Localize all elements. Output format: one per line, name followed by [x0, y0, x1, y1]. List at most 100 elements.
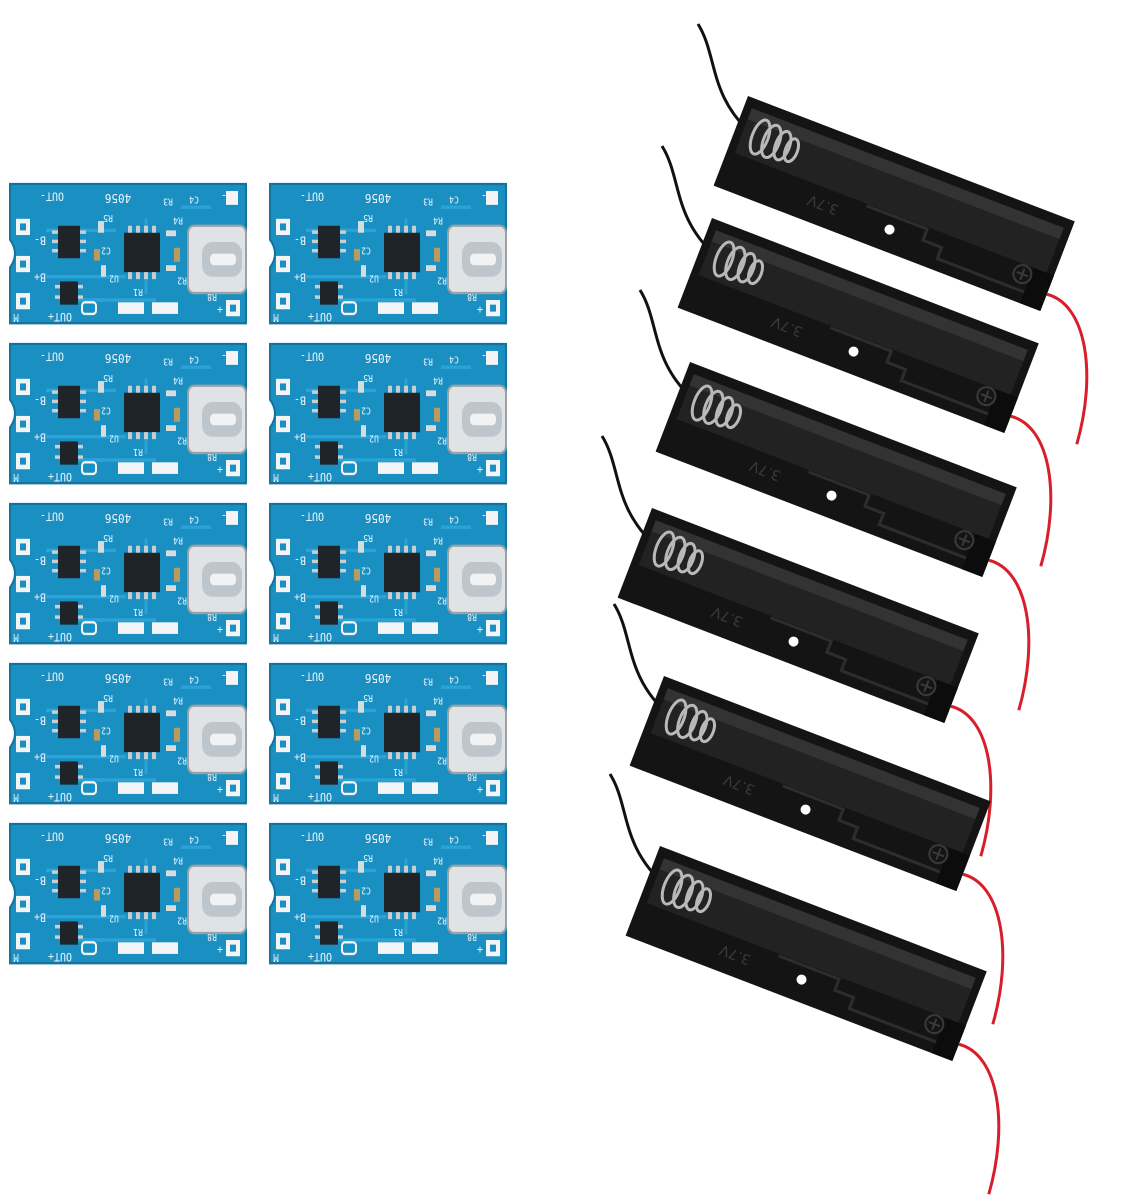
- silkscreen-label: 4056: [105, 351, 131, 366]
- battery-holder: 3.7V: [608, 773, 1001, 1195]
- silkscreen-label: R3: [423, 195, 433, 206]
- silkscreen-label: B-: [294, 233, 306, 247]
- silkscreen-label: R1: [393, 766, 403, 777]
- silkscreen-label: OUT+: [308, 630, 332, 644]
- silkscreen-label: R4: [433, 374, 443, 385]
- silkscreen-label: B+: [34, 750, 46, 764]
- silkscreen-label: +: [477, 783, 483, 797]
- silkscreen-label: C2: [101, 564, 111, 575]
- silkscreen-label: C4: [189, 513, 199, 524]
- silkscreen-label: +: [477, 943, 483, 957]
- silkscreen-label: +: [217, 463, 223, 477]
- silkscreen-label: U2: [369, 912, 379, 923]
- silkscreen-label: B+: [294, 270, 306, 284]
- battery-holder: 3.7V: [660, 145, 1053, 567]
- silkscreen-label: C2: [101, 404, 111, 415]
- silkscreen-label: R1: [133, 446, 143, 457]
- silkscreen-label: M: [13, 951, 19, 963]
- silkscreen-label: M: [13, 631, 19, 643]
- silkscreen-label: R5: [103, 372, 113, 383]
- silkscreen-label: R2: [437, 434, 447, 445]
- silkscreen-label: C4: [189, 353, 199, 364]
- battery-holder: 3.7V: [696, 23, 1089, 445]
- silkscreen-label: R2: [437, 914, 447, 925]
- silkscreen-label: OUT+: [48, 950, 72, 964]
- silkscreen-label: U2: [369, 592, 379, 603]
- silkscreen-label: R4: [173, 374, 183, 385]
- battery-holder: 3.7V: [600, 435, 993, 857]
- silkscreen-label: R4: [173, 534, 183, 545]
- silkscreen-label: OUT-: [300, 349, 324, 363]
- silkscreen-label: C4: [189, 833, 199, 844]
- silkscreen-label: B-: [34, 713, 46, 727]
- silkscreen-label: OUT+: [48, 790, 72, 804]
- silkscreen-label: R5: [363, 212, 373, 223]
- silkscreen-label: OUT+: [48, 470, 72, 484]
- silkscreen-label: R4: [173, 214, 183, 225]
- silkscreen-label: R5: [363, 372, 373, 383]
- silkscreen-label: R8: [207, 611, 217, 622]
- silkscreen-label: 4056: [365, 351, 391, 366]
- silkscreen-label: C4: [189, 673, 199, 684]
- silkscreen-label: 4056: [365, 191, 391, 206]
- silkscreen-label: 4056: [105, 511, 131, 526]
- silkscreen-label: -: [481, 349, 487, 363]
- silkscreen-label: R5: [103, 212, 113, 223]
- silkscreen-label: OUT+: [308, 470, 332, 484]
- silkscreen-label: -: [221, 669, 227, 683]
- silkscreen-label: B-: [294, 393, 306, 407]
- silkscreen-label: R1: [393, 926, 403, 937]
- silkscreen-label: C4: [449, 833, 459, 844]
- silkscreen-label: C4: [449, 673, 459, 684]
- silkscreen-label: R8: [467, 291, 477, 302]
- silkscreen-label: -: [221, 509, 227, 523]
- silkscreen-label: 4056: [365, 671, 391, 686]
- silkscreen-label: M: [273, 951, 279, 963]
- silkscreen-label: R1: [133, 286, 143, 297]
- silkscreen-label: R5: [103, 692, 113, 703]
- silkscreen-label: U2: [369, 432, 379, 443]
- silkscreen-label: OUT+: [308, 950, 332, 964]
- silkscreen-label: OUT-: [40, 349, 64, 363]
- silkscreen-label: C4: [449, 513, 459, 524]
- silkscreen-label: R2: [177, 594, 187, 605]
- silkscreen-label: U2: [369, 752, 379, 763]
- silkscreen-label: R4: [433, 214, 443, 225]
- battery-holder: 3.7V: [612, 603, 1005, 1025]
- silkscreen-label: OUT+: [48, 630, 72, 644]
- silkscreen-label: 4056: [365, 511, 391, 526]
- silkscreen-label: R2: [177, 914, 187, 925]
- silkscreen-label: R1: [133, 766, 143, 777]
- silkscreen-label: R4: [433, 694, 443, 705]
- silkscreen-label: +: [217, 623, 223, 637]
- silkscreen-label: +: [217, 783, 223, 797]
- silkscreen-label: OUT+: [48, 310, 72, 324]
- silkscreen-label: 4056: [365, 831, 391, 846]
- silkscreen-label: OUT-: [40, 509, 64, 523]
- silkscreen-label: M: [273, 631, 279, 643]
- silkscreen-label: B+: [294, 910, 306, 924]
- silkscreen-label: -: [221, 349, 227, 363]
- silkscreen-label: R3: [163, 835, 173, 846]
- silkscreen-label: -: [481, 669, 487, 683]
- silkscreen-label: -: [481, 829, 487, 843]
- silkscreen-label: -: [221, 189, 227, 203]
- silkscreen-label: U2: [109, 432, 119, 443]
- silkscreen-label: +: [217, 943, 223, 957]
- silkscreen-label: 4056: [105, 191, 131, 206]
- silkscreen-label: R8: [467, 771, 477, 782]
- silkscreen-label: C4: [449, 193, 459, 204]
- silkscreen-label: R2: [437, 274, 447, 285]
- silkscreen-label: OUT-: [40, 829, 64, 843]
- silkscreen-label: B+: [34, 430, 46, 444]
- silkscreen-label: +: [477, 463, 483, 477]
- silkscreen-label: R1: [393, 446, 403, 457]
